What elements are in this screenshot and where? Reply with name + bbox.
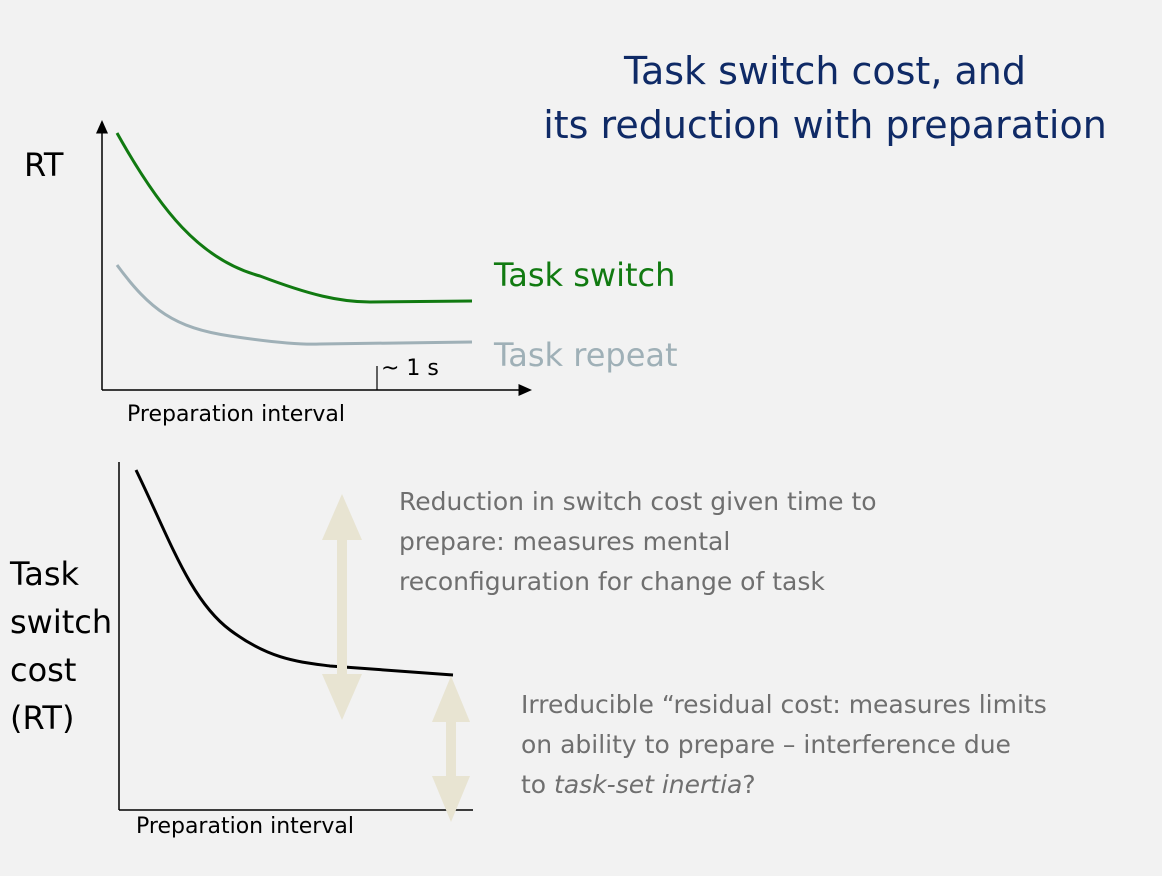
top-y-axis-label: RT	[24, 146, 64, 184]
bottom-x-axis-label: Preparation interval	[136, 814, 354, 839]
one-second-label: ~ 1 s	[381, 356, 439, 381]
residual-note-line-2: on ability to prepare – interference due	[521, 730, 1011, 759]
bottom-y-axis-label: Task switch cost (RT)	[10, 550, 112, 742]
residual-double-arrow	[432, 676, 470, 822]
bottom-y-label-line-1: Task	[10, 555, 80, 593]
bottom-y-label-line-2: switch	[10, 603, 113, 641]
residual-note-italic: task-set inertia	[554, 770, 743, 799]
reduction-note-line-2: prepare: measures mental	[399, 527, 731, 556]
reduction-note-line-3: reconfiguration for change of task	[399, 567, 825, 596]
residual-note-line-1: Irreducible “residual cost: measures lim…	[521, 690, 1047, 719]
residual-note-line-3: to task-set inertia?	[521, 765, 1047, 805]
residual-note: Irreducible “residual cost: measures lim…	[521, 685, 1047, 805]
bottom-y-label-line-4: (RT)	[10, 699, 75, 737]
residual-note-suffix: ?	[742, 770, 756, 799]
top-x-axis-label: Preparation interval	[127, 402, 345, 427]
task-repeat-curve	[115, 264, 473, 346]
task-switch-curve	[115, 132, 473, 304]
slide-title: Task switch cost, and its reduction with…	[490, 44, 1160, 152]
reduction-double-arrow	[322, 494, 362, 720]
reduction-note-line-1: Reduction in switch cost given time to	[399, 487, 877, 516]
reduction-note: Reduction in switch cost given time to p…	[399, 482, 877, 602]
title-line-2: its reduction with preparation	[543, 103, 1107, 147]
task-switch-label: Task switch	[494, 256, 676, 294]
title-line-1: Task switch cost, and	[624, 49, 1026, 93]
switch-cost-curve	[134, 469, 454, 677]
task-repeat-label: Task repeat	[494, 336, 678, 374]
residual-note-prefix: to	[521, 770, 555, 799]
bottom-y-label-line-3: cost	[10, 651, 77, 689]
